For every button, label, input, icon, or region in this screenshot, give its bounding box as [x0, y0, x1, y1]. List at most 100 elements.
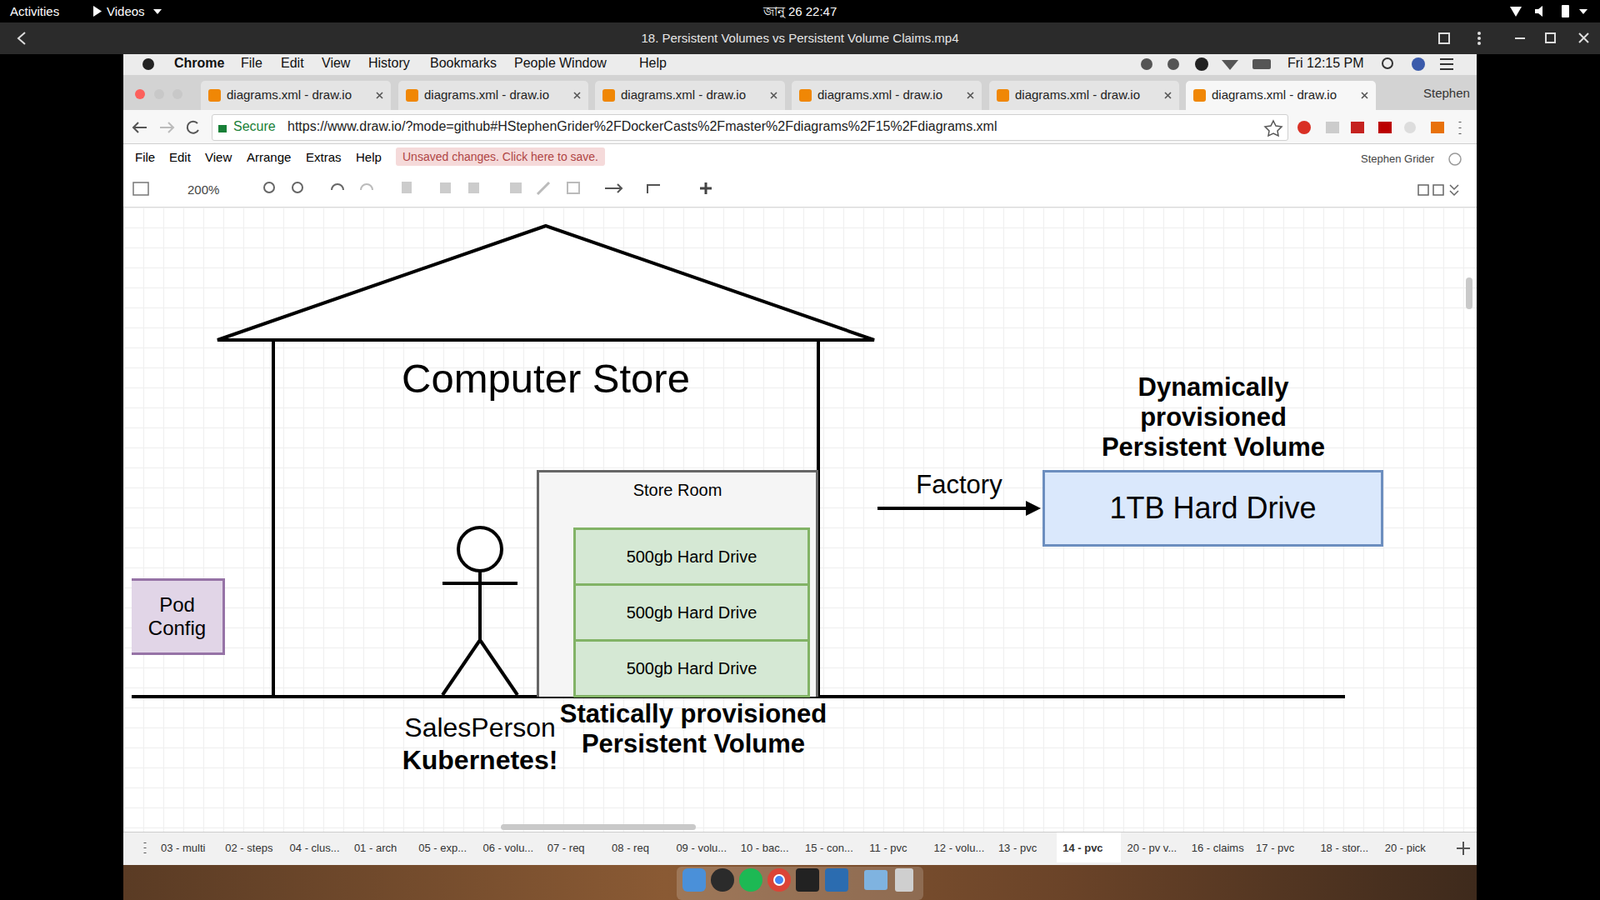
vscode-icon — [825, 868, 849, 892]
figure-label: SalesPerson — [404, 712, 555, 744]
shadow-icon — [567, 182, 580, 194]
clock: Fri 12:15 PM — [1287, 55, 1365, 71]
security-badge: Secure — [233, 119, 276, 135]
zoom-out-icon — [292, 182, 303, 193]
label-slot: Stephen Grider — [1360, 153, 1435, 166]
arrowhead — [1025, 500, 1041, 516]
chrome-menu — [1459, 121, 1462, 135]
label-slot: 02 - steps — [225, 842, 273, 855]
label-slot: People — [514, 55, 556, 71]
url-text: https://www.draw.io/?mode=github#HStephe… — [287, 119, 997, 135]
label-slot: diagrams.xml - draw.io — [1015, 87, 1140, 102]
horizontal-scrollbar — [500, 824, 696, 830]
tab-title: diagrams.xml - draw.io — [620, 87, 746, 102]
sheet-tab: 01 - arch — [354, 842, 397, 855]
forward-button — [160, 122, 174, 133]
chrome-icon — [767, 868, 791, 892]
label-slot: 11 - pvc — [869, 842, 907, 855]
sheet-tab: 20 - pv v... — [1127, 842, 1178, 855]
tab-close — [770, 92, 777, 99]
label-slot: Edit — [169, 150, 191, 165]
menu-item: Chrome — [174, 55, 225, 71]
label-slot: Kubernetes! — [402, 745, 559, 776]
menu-item: Bookmarks — [430, 55, 497, 71]
label-slot: Videos — [106, 4, 145, 19]
battery-icon — [1252, 59, 1271, 70]
tab-title: diagrams.xml - draw.io — [424, 87, 550, 102]
drawio-toolbar — [123, 171, 1477, 208]
sheet-tab: 07 - req — [547, 842, 585, 855]
save-warning: Unsaved changes. Click here to save. — [395, 147, 605, 166]
label-slot: Statically provisioned Persistent Volume — [555, 699, 831, 760]
redo-icon — [360, 184, 373, 190]
menu-item: Edit — [280, 55, 305, 71]
label-slot: File — [240, 55, 263, 71]
trash-icon — [895, 868, 914, 892]
dropdown-caret — [1579, 9, 1588, 15]
back-icon — [18, 32, 25, 45]
line-color-icon — [537, 182, 550, 195]
sheet-tab: 12 - volu... — [934, 842, 985, 855]
store-building: Computer StoreStore Room 500gb Hard Drive… — [215, 224, 876, 699]
delete-icon — [401, 181, 412, 194]
play-icon — [93, 5, 102, 17]
label-slot: Stephen — [1423, 85, 1470, 100]
label-slot: Dynamically provisioned Persistent Volum… — [1075, 372, 1351, 463]
extension-icon — [1430, 121, 1445, 134]
obs-icon — [710, 868, 735, 892]
label-slot: Unsaved changes. Click here to save. — [395, 147, 605, 166]
extension-icon — [1404, 121, 1416, 134]
roof — [217, 225, 875, 340]
wifi-icon — [1510, 6, 1522, 17]
label-slot: diagrams.xml - draw.io — [424, 87, 550, 102]
label-slot: SalesPerson — [404, 712, 555, 744]
label-slot: History — [368, 55, 410, 71]
label-slot: 20 - pv v... — [1127, 842, 1178, 855]
close-icon — [1579, 33, 1589, 43]
box-node: 500gb Hard Drive — [573, 639, 810, 698]
label-slot: diagrams.xml - draw.io — [1211, 87, 1337, 102]
sheet-tab: 06 - volu... — [483, 842, 535, 855]
label-slot: Activities — [10, 4, 60, 19]
search-icon — [1382, 58, 1393, 69]
label-slot: 17 - pvc — [1255, 842, 1295, 855]
label-slot: 12 - volu... — [934, 842, 985, 855]
menu-item: Edit — [169, 150, 191, 165]
connector — [877, 500, 1041, 516]
tab-title: diagrams.xml - draw.io — [817, 87, 943, 102]
lock-icon — [218, 125, 227, 133]
tab-title: diagrams.xml - draw.io — [1211, 87, 1337, 102]
sheet-tab: 11 - pvc — [869, 842, 907, 855]
label-slot: Help — [355, 150, 382, 165]
label-slot: 18 - stor... — [1320, 842, 1369, 855]
status-icon — [1195, 57, 1209, 71]
sheet-tab: 04 - clus... — [290, 842, 340, 855]
label-slot: 14 - pvc — [1062, 842, 1103, 855]
stick-figure-body — [478, 570, 482, 640]
sheet-tab: 18 - stor... — [1320, 842, 1369, 855]
label-slot: 06 - volu... — [483, 842, 535, 855]
room-name: Store Room — [539, 480, 816, 500]
zoom-level: 200% — [187, 182, 220, 197]
node-label: 500gb Hard Drive — [626, 547, 758, 567]
sheet-tab: 13 - pvc — [998, 842, 1037, 855]
menu-item: History — [368, 55, 410, 71]
fullscreen-icon — [1418, 185, 1429, 195]
label-slot: Help — [639, 55, 667, 71]
label-slot: 18. Persistent Volumes vs Persistent Vol… — [641, 30, 960, 45]
tab-close — [376, 92, 383, 99]
sheet-tab: 08 - req — [611, 842, 650, 855]
menu-item: Help — [639, 55, 667, 71]
wifi-icon — [1221, 60, 1239, 70]
sheet-tab: 03 - multi — [160, 842, 205, 855]
sheet-tab: 20 - pick — [1385, 842, 1426, 855]
node-label: 1TB Hard Drive — [1109, 490, 1316, 525]
fill-icon — [510, 182, 522, 194]
store-name: Computer Store — [273, 355, 819, 402]
globe-icon — [1449, 153, 1461, 165]
spotify-icon — [739, 868, 763, 892]
menu-item: Window — [559, 55, 607, 71]
fullscreen-icon — [1439, 33, 1450, 44]
label-slot: View — [321, 55, 350, 71]
